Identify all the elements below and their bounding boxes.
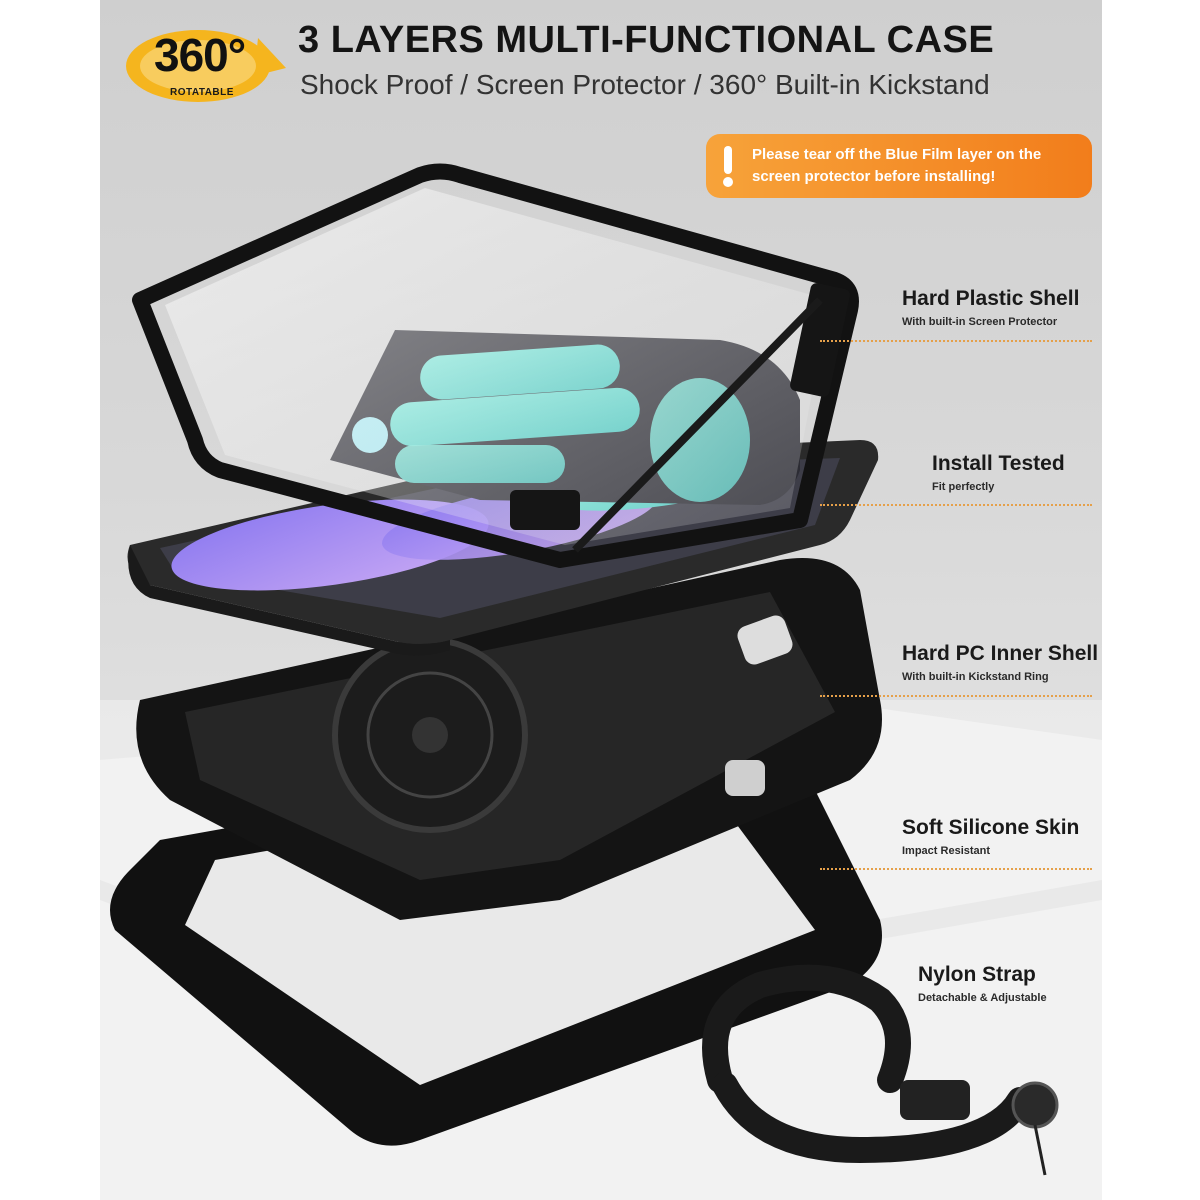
feature-divider — [820, 340, 1092, 342]
feature-hard-plastic-shell: Hard Plastic Shell With built-in Screen … — [902, 288, 1079, 328]
feature-soft-silicone-skin: Soft Silicone Skin Impact Resistant — [902, 817, 1079, 857]
feature-title: Soft Silicone Skin — [902, 816, 1080, 839]
feature-divider — [820, 868, 1092, 870]
feature-hard-pc-inner-shell: Hard PC Inner Shell With built-in Kickst… — [902, 643, 1098, 683]
feature-subtitle: Fit perfectly — [932, 481, 995, 493]
feature-nylon-strap: Nylon Strap Detachable & Adjustable — [918, 964, 1047, 1004]
page-subtitle: Shock Proof / Screen Protector / 360° Bu… — [300, 69, 990, 100]
warning-banner: Please tear off the Blue Film layer on t… — [706, 134, 1092, 198]
feature-title: Install Tested — [932, 452, 1065, 475]
nylon-strap — [702, 964, 1059, 1176]
feature-subtitle: Detachable & Adjustable — [918, 992, 1047, 1004]
page-title: 3 LAYERS MULTI-FUNCTIONAL CASE — [298, 19, 995, 61]
rotatable-badge: 360° ROTATABLE — [118, 18, 288, 108]
feature-title: Nylon Strap — [918, 963, 1036, 986]
warning-icon — [723, 146, 733, 187]
badge-swoosh-icon — [126, 30, 286, 102]
feature-subtitle: Impact Resistant — [902, 845, 991, 857]
feature-install-tested: Install Tested Fit perfectly — [932, 453, 1065, 493]
badge-number: 360° — [154, 29, 246, 81]
feature-divider — [820, 695, 1092, 697]
feature-subtitle: With built-in Screen Protector — [902, 316, 1058, 328]
feature-divider — [820, 504, 1092, 506]
hard-plastic-shell — [132, 163, 859, 568]
feature-subtitle: With built-in Kickstand Ring — [902, 671, 1049, 683]
badge-subtext: ROTATABLE — [170, 87, 234, 98]
pc-inner-shell — [136, 558, 882, 920]
feature-title: Hard PC Inner Shell — [902, 642, 1099, 665]
warning-text: Please tear off the Blue Film layer on t… — [752, 146, 1042, 185]
feature-title: Hard Plastic Shell — [902, 287, 1080, 310]
